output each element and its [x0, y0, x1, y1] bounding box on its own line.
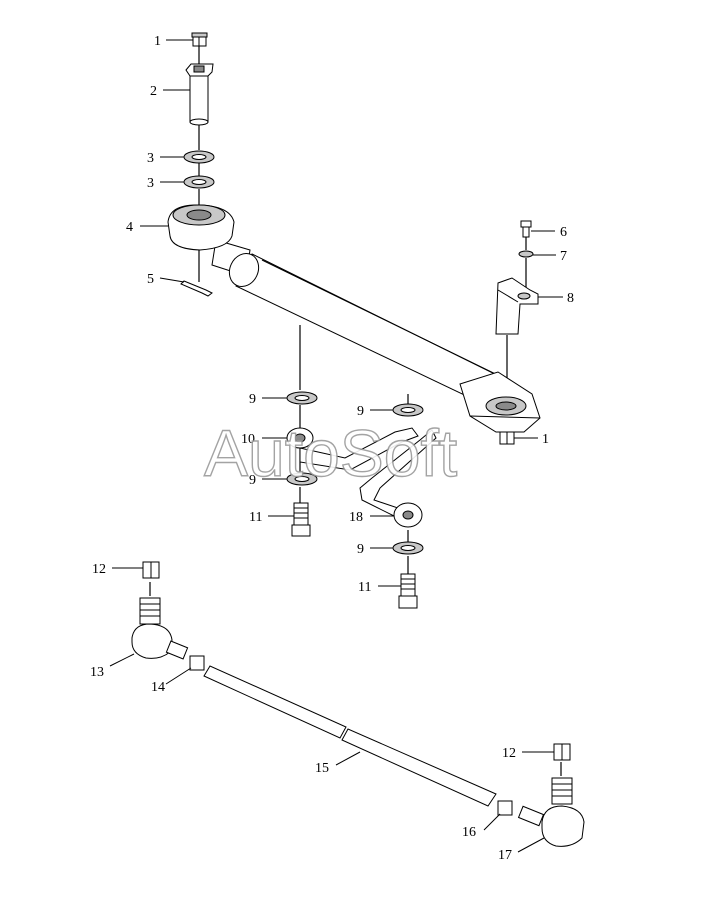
- tie-rod-end-left: [131, 597, 189, 660]
- banjo-bolt-right: [398, 573, 418, 609]
- callout-2: 2: [150, 84, 157, 99]
- callout-8: 8: [567, 291, 574, 306]
- hose-fitting-right: [359, 429, 437, 528]
- callout-7: 7: [560, 249, 567, 264]
- jam-nut-right: [497, 800, 513, 816]
- tie-rod-end-right: [517, 777, 585, 847]
- callout-10: 10: [241, 432, 255, 447]
- callout-9-c: 9: [249, 473, 256, 488]
- callout-4: 4: [126, 220, 133, 235]
- top-nut: [191, 32, 208, 47]
- callout-5: 5: [147, 272, 154, 287]
- callout-6: 6: [560, 225, 567, 240]
- callout-9-d: 9: [357, 542, 364, 557]
- callout-16: 16: [462, 825, 476, 840]
- callout-17: 17: [498, 848, 512, 863]
- callout-3-upper: 3: [147, 151, 154, 166]
- castle-nut-right: [553, 743, 571, 761]
- watermark-text: AutoSoft: [204, 416, 457, 490]
- callout-15: 15: [315, 761, 329, 776]
- callout-12-right: 12: [502, 746, 516, 761]
- callout-12-left: 12: [92, 562, 106, 577]
- callout-3-lower: 3: [147, 176, 154, 191]
- callout-9-b: 9: [357, 404, 364, 419]
- callout-18: 18: [349, 510, 363, 525]
- jam-nut-left: [189, 655, 205, 671]
- mounting-bracket: [495, 277, 539, 335]
- washer-pair: [183, 150, 215, 189]
- callout-14: 14: [151, 680, 165, 695]
- hose-fitting-left: [286, 427, 419, 471]
- callout-9-a: 9: [249, 392, 256, 407]
- lug-nut: [499, 431, 515, 445]
- callout-11-a: 11: [249, 510, 262, 525]
- callout-labels: 1 2 3 3 4 5 6 7 8 9 9 10 1 9 11 18 9 11 …: [90, 34, 574, 863]
- leader-lines: [109, 39, 563, 853]
- callout-1-top: 1: [154, 34, 161, 49]
- callout-13: 13: [90, 665, 104, 680]
- hydraulic-cylinder: [167, 204, 541, 433]
- callout-1-right: 1: [542, 432, 549, 447]
- tie-rod-tube: [203, 665, 497, 807]
- cotter-pin: [180, 280, 213, 297]
- pivot-pin: [185, 63, 214, 126]
- callout-11-b: 11: [358, 580, 371, 595]
- bracket-bolt: [518, 220, 534, 258]
- banjo-bolt-left: [291, 502, 311, 537]
- castle-nut-left: [142, 561, 160, 579]
